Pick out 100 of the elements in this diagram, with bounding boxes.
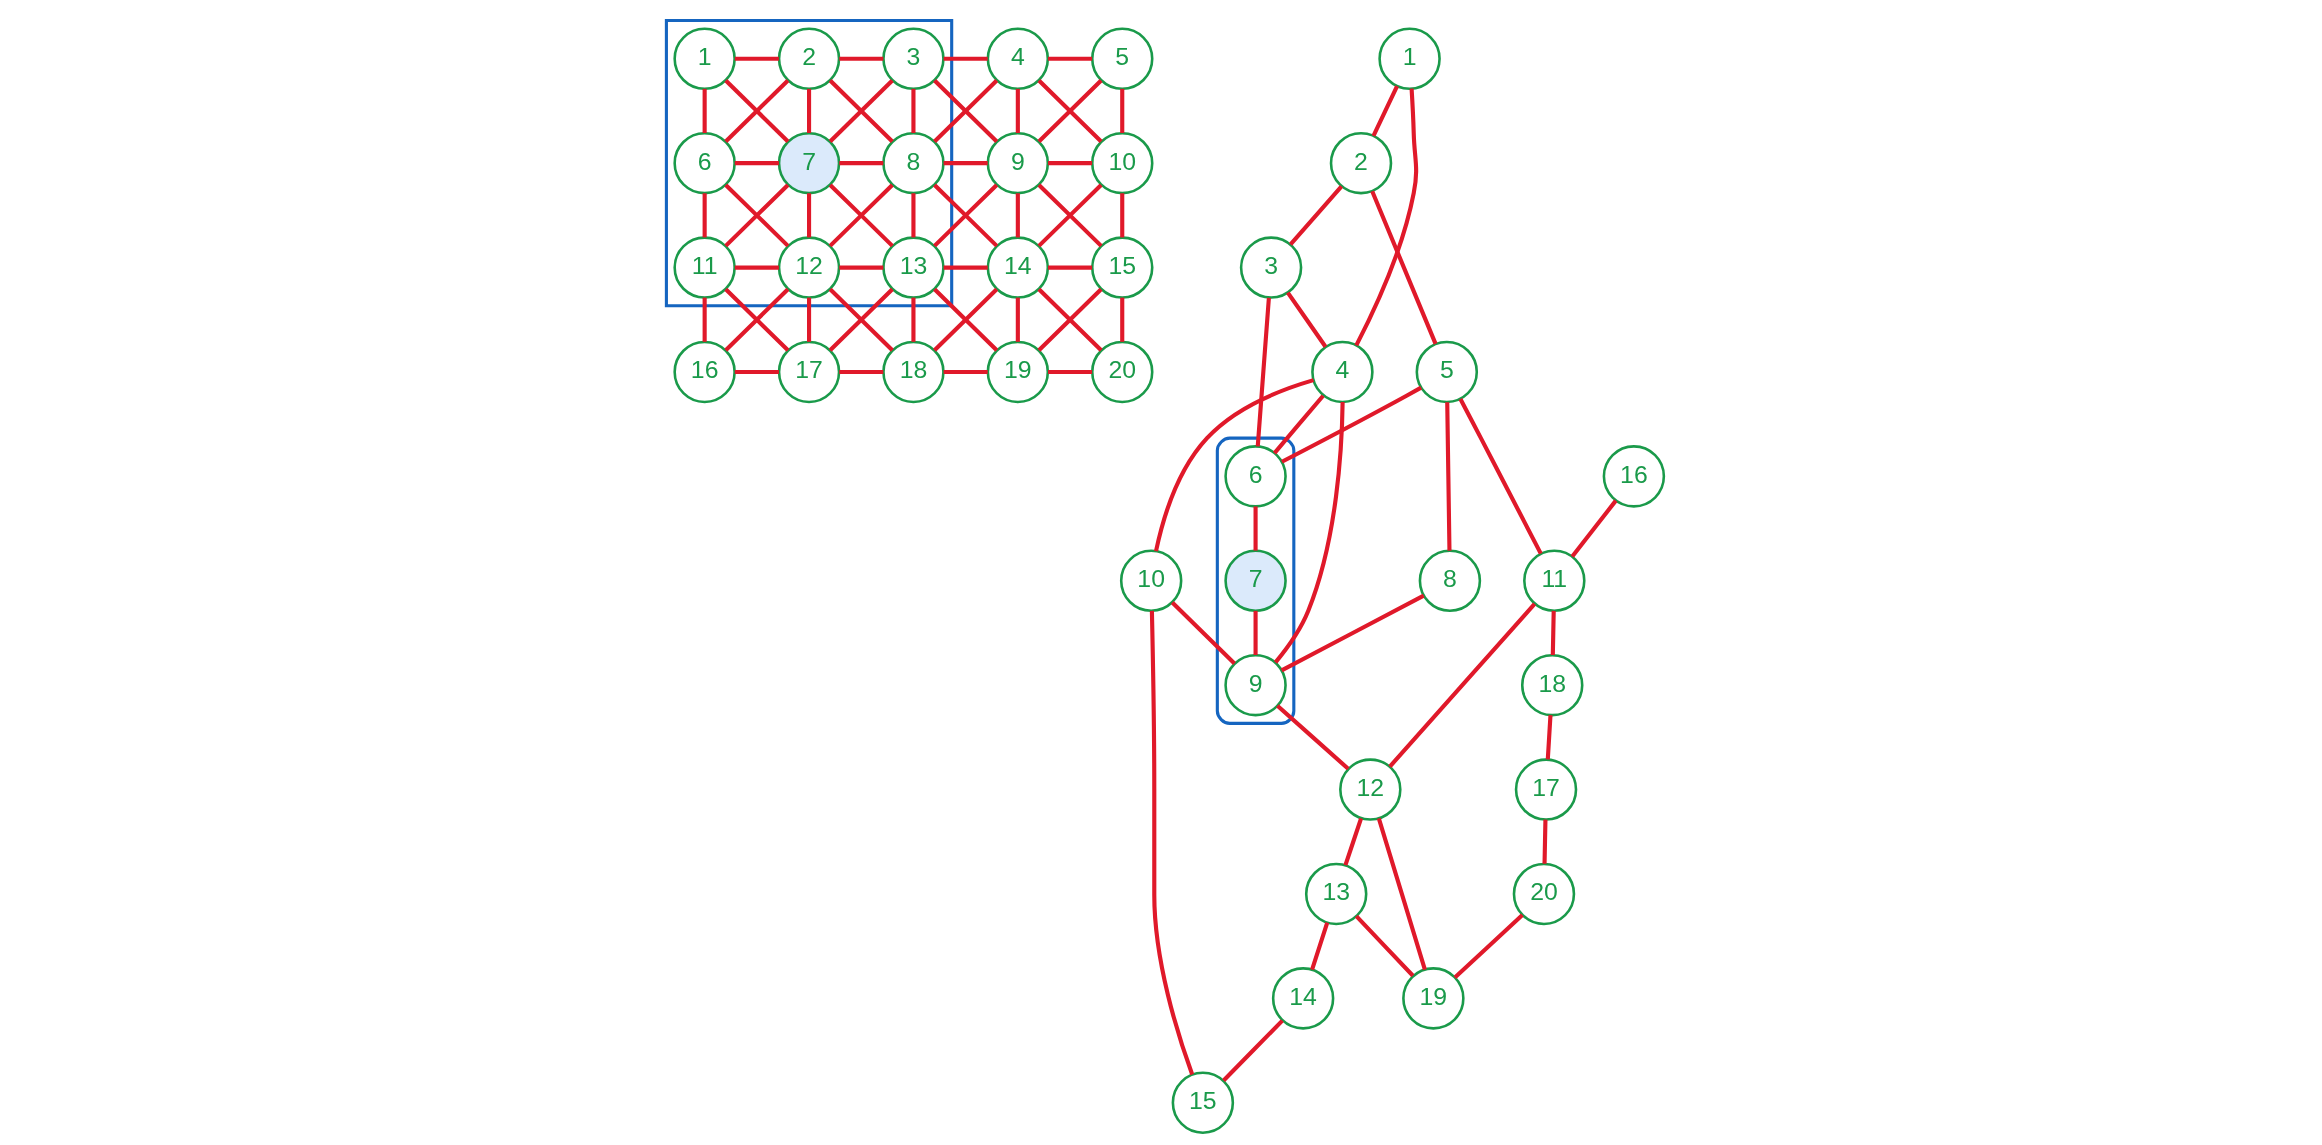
connector bbox=[1354, 88, 1419, 347]
node-circle: 12 bbox=[1339, 758, 1402, 821]
cluster bbox=[1215, 436, 1296, 725]
connector bbox=[1272, 394, 1325, 455]
connector bbox=[1120, 88, 1125, 134]
connector bbox=[1048, 161, 1093, 166]
connector bbox=[724, 79, 790, 143]
node-circle: 1 bbox=[1378, 27, 1441, 91]
connector bbox=[911, 193, 916, 238]
connector bbox=[1154, 378, 1315, 552]
connector bbox=[1015, 88, 1020, 134]
connector bbox=[839, 56, 884, 61]
connector bbox=[807, 297, 812, 342]
connector bbox=[1354, 914, 1415, 978]
connector bbox=[1570, 499, 1618, 558]
connector bbox=[1253, 506, 1258, 551]
node-circle: 15 bbox=[1090, 236, 1154, 299]
connector bbox=[1289, 185, 1344, 246]
node-circle: 2 bbox=[1329, 131, 1393, 195]
connector bbox=[1015, 297, 1020, 342]
node-circle: 4 bbox=[986, 27, 1050, 91]
node-circle: 7 bbox=[1224, 549, 1287, 613]
node-circle: 13 bbox=[1304, 862, 1368, 926]
node-circle: 10 bbox=[1090, 131, 1154, 195]
connector bbox=[724, 287, 790, 352]
node-circle: 20 bbox=[1512, 862, 1576, 926]
connector bbox=[1458, 398, 1543, 555]
node-circle: 9 bbox=[1224, 653, 1287, 717]
connector bbox=[1149, 610, 1195, 1076]
connector bbox=[828, 287, 894, 352]
node-circle: 8 bbox=[1418, 549, 1482, 613]
node-circle: 7 bbox=[777, 131, 841, 195]
node-circle: 20 bbox=[1090, 340, 1154, 404]
node-circle: 14 bbox=[986, 236, 1050, 299]
connector bbox=[933, 287, 999, 352]
connector bbox=[1550, 610, 1556, 656]
node-circle: 2 bbox=[777, 27, 841, 91]
node-circle: 9 bbox=[986, 131, 1050, 195]
connector bbox=[1120, 297, 1125, 342]
connector bbox=[734, 265, 779, 270]
connector bbox=[1310, 922, 1330, 971]
node-circle: 19 bbox=[1402, 967, 1465, 1030]
node-circle: 1 bbox=[673, 27, 736, 91]
node-circle: 6 bbox=[1224, 445, 1287, 508]
cluster bbox=[664, 19, 954, 308]
connector bbox=[734, 56, 779, 61]
connector bbox=[1037, 287, 1103, 352]
connector bbox=[839, 265, 884, 270]
connector bbox=[1276, 704, 1350, 771]
connector bbox=[839, 161, 884, 166]
connector bbox=[1120, 193, 1125, 238]
connector bbox=[1222, 1019, 1284, 1082]
connector bbox=[1048, 56, 1093, 61]
node-circle: 8 bbox=[882, 131, 945, 195]
connector bbox=[702, 297, 707, 342]
connector bbox=[828, 183, 894, 248]
node-circle: 3 bbox=[882, 27, 945, 91]
connector bbox=[1388, 602, 1537, 768]
connector bbox=[1255, 297, 1271, 447]
connector bbox=[1371, 85, 1399, 137]
connector bbox=[911, 88, 916, 134]
node-circle: 5 bbox=[1415, 340, 1479, 404]
connector bbox=[943, 161, 988, 166]
node-circle: 13 bbox=[882, 236, 945, 299]
connector bbox=[933, 79, 999, 143]
connector bbox=[1273, 401, 1345, 664]
connector bbox=[1015, 193, 1020, 238]
connector bbox=[1037, 183, 1103, 248]
node-circle: 17 bbox=[1514, 758, 1578, 821]
node-circle: 18 bbox=[1520, 653, 1584, 717]
connector bbox=[1542, 819, 1548, 864]
node-circle: 16 bbox=[673, 340, 736, 404]
connector bbox=[1286, 291, 1328, 348]
node-circle: 15 bbox=[1171, 1071, 1235, 1134]
connector bbox=[724, 183, 790, 248]
connector bbox=[1280, 593, 1425, 673]
connector bbox=[943, 265, 988, 270]
node-circle: 5 bbox=[1090, 27, 1154, 91]
node-circle: 3 bbox=[1239, 236, 1303, 299]
connector bbox=[734, 161, 779, 166]
node-circle: 14 bbox=[1271, 967, 1335, 1030]
connector bbox=[1037, 79, 1103, 143]
connector bbox=[1048, 265, 1093, 270]
connector bbox=[828, 79, 894, 143]
connector bbox=[1343, 817, 1364, 866]
connector bbox=[1280, 385, 1423, 464]
node-circle: 11 bbox=[673, 236, 736, 299]
connector bbox=[1048, 369, 1093, 375]
connector bbox=[734, 369, 779, 375]
connector bbox=[911, 297, 916, 342]
node-circle: 6 bbox=[673, 131, 736, 195]
connector bbox=[702, 193, 707, 238]
node-circle: 19 bbox=[986, 340, 1050, 404]
connector bbox=[943, 56, 988, 61]
node-circle: 4 bbox=[1311, 340, 1374, 404]
connector bbox=[1545, 715, 1553, 760]
node-circle: 17 bbox=[777, 340, 841, 404]
node-circle: 10 bbox=[1119, 549, 1183, 613]
node-circle: 11 bbox=[1523, 549, 1586, 613]
connector bbox=[933, 183, 999, 248]
